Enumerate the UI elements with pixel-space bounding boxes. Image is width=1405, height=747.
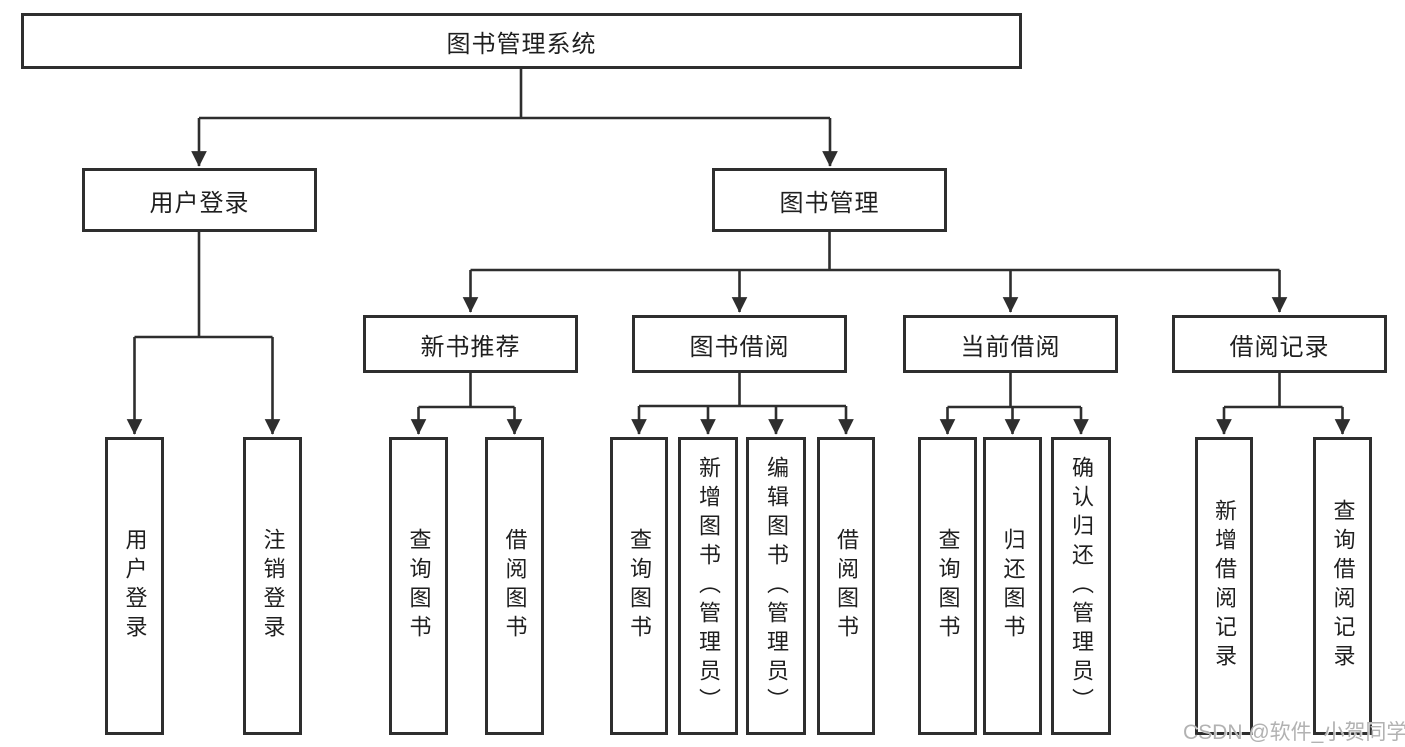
leaf-logout: 注销登录 bbox=[243, 437, 302, 735]
node-borrowing-records: 借阅记录 bbox=[1172, 315, 1387, 373]
node-book-borrowing: 图书借阅 bbox=[632, 315, 847, 373]
leaf-query-books-3: 查询图书 bbox=[918, 437, 977, 735]
leaf-confirm-return-admin: 确认归还（管理员） bbox=[1051, 437, 1111, 735]
node-current-borrowing: 当前借阅 bbox=[903, 315, 1118, 373]
leaf-user-login: 用户登录 bbox=[105, 437, 164, 735]
leaf-add-borrow-record: 新增借阅记录 bbox=[1195, 437, 1253, 735]
leaf-query-books-1: 查询图书 bbox=[389, 437, 448, 735]
node-user-login: 用户登录 bbox=[82, 168, 317, 232]
leaf-borrow-books-1: 借阅图书 bbox=[485, 437, 544, 735]
leaf-query-books-2: 查询图书 bbox=[610, 437, 668, 735]
leaf-edit-books-admin: 编辑图书（管理员） bbox=[746, 437, 806, 735]
node-new-book-recommendation: 新书推荐 bbox=[363, 315, 578, 373]
node-library-management-system: 图书管理系统 bbox=[21, 13, 1022, 69]
node-book-management: 图书管理 bbox=[712, 168, 947, 232]
leaf-add-books-admin: 新增图书（管理员） bbox=[678, 437, 738, 735]
leaf-query-borrow-record: 查询借阅记录 bbox=[1313, 437, 1372, 735]
leaf-return-books: 归还图书 bbox=[983, 437, 1042, 735]
leaf-borrow-books-2: 借阅图书 bbox=[817, 437, 875, 735]
csdn-watermark: CSDN @软件_小贺同学 bbox=[1183, 721, 1405, 744]
